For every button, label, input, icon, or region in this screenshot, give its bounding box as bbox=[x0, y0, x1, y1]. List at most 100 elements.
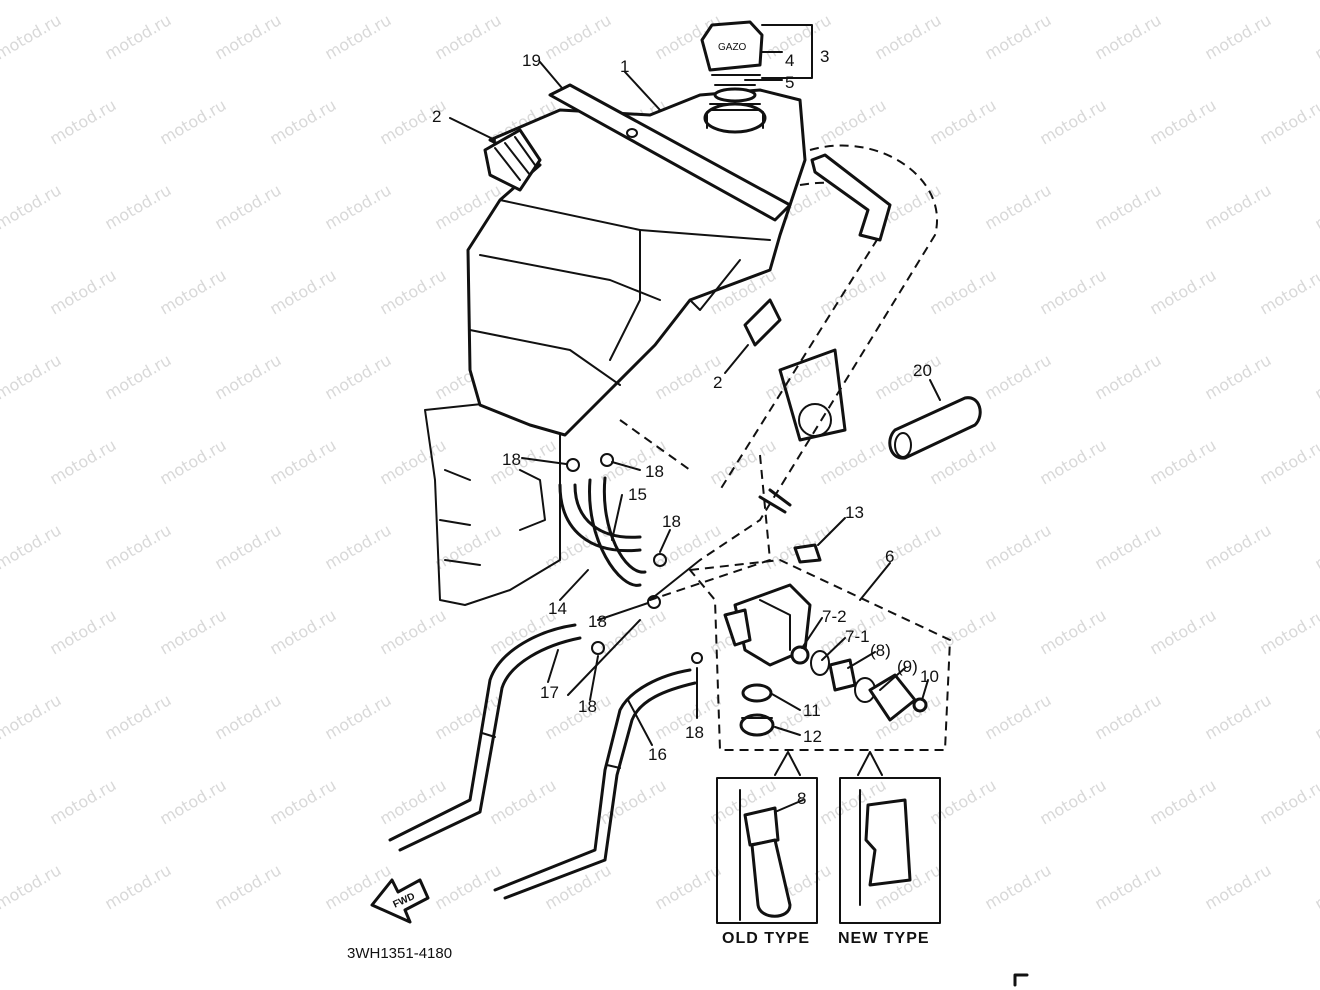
watermark-text: motod.ru bbox=[0, 690, 64, 743]
watermark-text: motod.ru bbox=[0, 350, 64, 403]
callout-20: 20 bbox=[913, 361, 932, 380]
fuel-cap: GAZO bbox=[700, 20, 764, 103]
watermark-text: motod.ru bbox=[431, 10, 504, 63]
callout-5: 5 bbox=[785, 73, 794, 92]
watermark-text: motod.ru bbox=[1091, 860, 1164, 913]
callout-18-e: 18 bbox=[578, 697, 597, 716]
callout-18-d: 18 bbox=[588, 612, 607, 631]
watermark-text: motod.ru bbox=[376, 265, 449, 318]
watermark-text: motod.ru bbox=[376, 775, 449, 828]
damper-rubber-top bbox=[483, 128, 542, 192]
watermark-text: motod.ru bbox=[431, 520, 504, 573]
watermark-text: motod.ru bbox=[266, 95, 339, 148]
watermark-text: motod.ru bbox=[1311, 520, 1320, 573]
fuel-hoses-upper bbox=[558, 476, 647, 587]
part-number: 3WH1351-4180 bbox=[347, 945, 452, 962]
watermark-text: motod.ru bbox=[46, 265, 119, 318]
callout-2-top: 2 bbox=[432, 107, 441, 126]
watermark-text: motod.ru bbox=[0, 10, 64, 63]
tank-strap bbox=[548, 83, 792, 222]
watermark-text: motod.ru bbox=[101, 180, 174, 233]
new-type-label: NEW TYPE bbox=[838, 930, 930, 947]
callout-4: 4 bbox=[785, 51, 794, 70]
watermark-text: motod.ru bbox=[156, 95, 229, 148]
watermark-text: motod.ru bbox=[1311, 350, 1320, 403]
watermark-text: motod.ru bbox=[1036, 265, 1109, 318]
callout-18-b: 18 bbox=[645, 462, 664, 481]
watermark-text: motod.ru bbox=[1201, 10, 1274, 63]
damper-rubber-side bbox=[743, 298, 782, 347]
protector-pipe bbox=[888, 396, 982, 460]
callout-8-paren: (8) bbox=[870, 641, 891, 660]
type-leaders bbox=[774, 751, 883, 776]
watermark-text: motod.ru bbox=[101, 520, 174, 573]
old-type-label: OLD TYPE bbox=[722, 930, 810, 947]
watermark-text: motod.ru bbox=[1146, 605, 1219, 658]
watermark-text: motod.ru bbox=[46, 95, 119, 148]
watermark-text: motod.ru bbox=[596, 605, 669, 658]
watermark-text: motod.ru bbox=[816, 435, 889, 488]
watermark-text: motod.ru bbox=[156, 265, 229, 318]
watermark-text: motod.ru bbox=[1036, 775, 1109, 828]
watermark-text: motod.ru bbox=[486, 775, 559, 828]
callout-17: 17 bbox=[540, 683, 559, 702]
watermark-text: motod.ru bbox=[761, 690, 834, 743]
callout-numbers: 1 2 2 3 4 5 6 7-2 7-1 (8) (9) 10 11 12 1… bbox=[432, 47, 939, 808]
watermark-text: motod.ru bbox=[211, 860, 284, 913]
callout-7-2: 7-2 bbox=[822, 607, 847, 626]
watermark-text: motod.ru bbox=[211, 10, 284, 63]
watermark-text: motod.ru bbox=[321, 10, 394, 63]
watermark-text: motod.ru bbox=[1201, 520, 1274, 573]
watermark-text: motod.ru bbox=[651, 860, 724, 913]
callout-8: 8 bbox=[797, 789, 806, 808]
watermark-text: motod.ru bbox=[1036, 95, 1109, 148]
callout-15: 15 bbox=[628, 485, 647, 504]
watermark-text: motod.ru bbox=[46, 775, 119, 828]
callout-2-mid: 2 bbox=[713, 373, 722, 392]
watermark-text: motod.ru bbox=[871, 520, 944, 573]
watermark-text: motod.ru bbox=[926, 95, 999, 148]
watermark-text: motod.ru bbox=[156, 775, 229, 828]
engine-outline bbox=[424, 399, 561, 606]
watermark-text: motod.ru bbox=[101, 350, 174, 403]
watermark-text: motod.ru bbox=[1311, 180, 1320, 233]
watermark-text: motod.ru bbox=[871, 10, 944, 63]
watermark-text: motod.ru bbox=[376, 605, 449, 658]
watermark-text: motod.ru bbox=[981, 350, 1054, 403]
watermark-text: motod.ru bbox=[981, 10, 1054, 63]
watermark-text: motod.ru bbox=[926, 775, 999, 828]
fuel-hose-16 bbox=[493, 668, 697, 900]
watermark-text: motod.ru bbox=[1146, 95, 1219, 148]
watermark-text: motod.ru bbox=[321, 520, 394, 573]
watermark-text: motod.ru bbox=[101, 690, 174, 743]
watermark-text: motod.ru bbox=[1311, 860, 1320, 913]
tank-bracket bbox=[810, 153, 892, 242]
watermark-text: motod.ru bbox=[211, 180, 284, 233]
watermark-text: motod.ru bbox=[1091, 520, 1164, 573]
watermark-text: motod.ru bbox=[926, 605, 999, 658]
callout-9-paren: (9) bbox=[897, 657, 918, 676]
watermark-text: motod.ru bbox=[1036, 435, 1109, 488]
watermark-text: motod.ru bbox=[376, 435, 449, 488]
watermark-text: motod.ru bbox=[816, 265, 889, 318]
watermark-text: motod.ru bbox=[1256, 775, 1320, 828]
watermark-text: motod.ru bbox=[101, 10, 174, 63]
watermark-text: motod.ru bbox=[321, 180, 394, 233]
watermark-text: motod.ru bbox=[1201, 690, 1274, 743]
callout-1: 1 bbox=[620, 57, 629, 76]
watermark-text: motod.ru bbox=[0, 860, 64, 913]
callout-7-1: 7-1 bbox=[845, 627, 870, 646]
fuel-hose-17 bbox=[388, 623, 582, 852]
fuel-cap-text: GAZO bbox=[718, 42, 747, 53]
watermark-text: motod.ru bbox=[0, 180, 64, 233]
watermark-text: motod.ru bbox=[156, 435, 229, 488]
watermark-text: motod.ru bbox=[1311, 690, 1320, 743]
fuel-cock-assembly bbox=[688, 558, 952, 751]
watermark-text: motod.ru bbox=[596, 775, 669, 828]
watermark-text: motod.ru bbox=[1201, 180, 1274, 233]
watermark-text: motod.ru bbox=[211, 350, 284, 403]
watermark-text: motod.ru bbox=[266, 605, 339, 658]
watermark-text: motod.ru bbox=[101, 860, 174, 913]
